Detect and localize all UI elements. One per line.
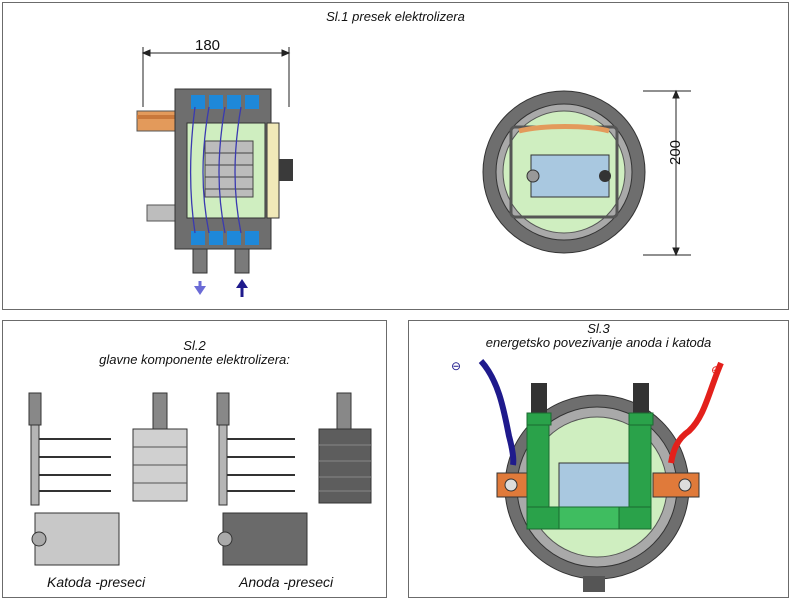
anode-label: Anoda -preseci [239, 574, 334, 590]
negative-wire [478, 358, 517, 466]
figure-2-drawing [28, 392, 372, 566]
cathode-front-view [132, 392, 188, 502]
height-dimension-label: 200 [667, 139, 684, 165]
figure-3-drawing [478, 358, 724, 592]
figure-3-title: Sl.3 [587, 321, 610, 336]
figure-2-subtitle: glavne komponente elektrolizera: [99, 352, 290, 367]
height-dimension [643, 89, 691, 257]
width-dimension-label: 180 [195, 37, 221, 54]
cathode-plate [31, 512, 120, 566]
figure-3-subtitle: energetsko povezivanje anoda i katoda [485, 335, 712, 350]
figure-1-title: Sl.1 presek elektrolizera [326, 9, 465, 24]
figure-2-panel: Sl.2 glavne komponente elektrolizera: [2, 320, 387, 598]
figure-1-panel: Sl.1 presek elektrolizera [2, 2, 789, 310]
minus-sign: ⊖ [451, 359, 462, 373]
figure-3-panel: Sl.3 energetsko povezivanje anoda i kato… [408, 320, 789, 598]
figure-1-drawing [136, 47, 691, 297]
side-section [136, 88, 293, 297]
width-dimension [141, 47, 291, 107]
anode-plate [217, 512, 308, 566]
cathode-side-view [28, 392, 111, 506]
cathode-label: Katoda -preseci [47, 574, 146, 590]
plus-sign: ⊕ [711, 363, 722, 377]
front-view [482, 90, 646, 254]
figure-2-title: Sl.2 [183, 338, 206, 353]
anode-side-view [216, 392, 295, 506]
positive-wire [668, 361, 724, 464]
anode-front-view [318, 392, 372, 504]
